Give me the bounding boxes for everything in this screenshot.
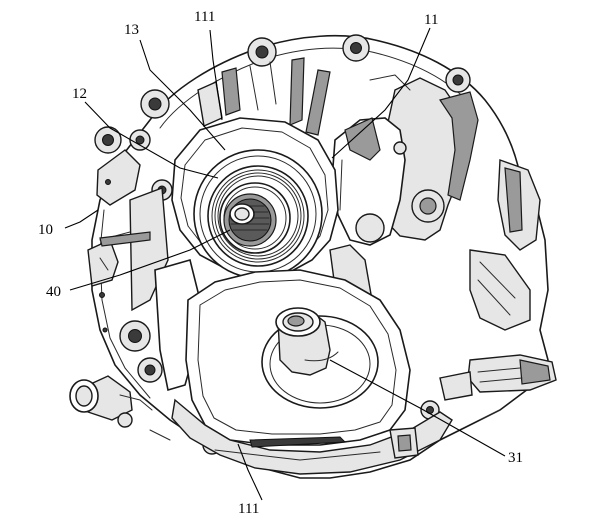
label-12: 12 <box>72 86 87 102</box>
label-40: 40 <box>46 284 61 300</box>
label-111-bottom: 111 <box>238 501 259 517</box>
labels: 13 111 11 12 10 40 31 111 <box>38 9 523 517</box>
label-111-top: 111 <box>194 9 215 25</box>
leader-13 <box>139 39 226 151</box>
leader-lines <box>64 27 506 501</box>
right-structure <box>331 77 541 331</box>
leader-111-bottom <box>237 443 263 501</box>
leader-10 <box>64 209 99 229</box>
leader-12 <box>84 101 219 179</box>
top-ribs <box>197 57 331 136</box>
left-pipe-fitting <box>69 375 153 428</box>
right-connector <box>439 354 557 401</box>
leader-111-top <box>209 29 223 121</box>
label-11: 11 <box>424 12 438 28</box>
leader-31 <box>329 359 506 457</box>
leader-11 <box>331 27 431 159</box>
lower-chamber <box>185 269 411 446</box>
label-31: 31 <box>508 450 523 466</box>
detail-marks <box>99 74 501 441</box>
bearing-assembly <box>193 149 323 279</box>
label-13: 13 <box>124 22 139 38</box>
leader-40 <box>69 229 231 291</box>
label-10: 10 <box>38 222 53 238</box>
